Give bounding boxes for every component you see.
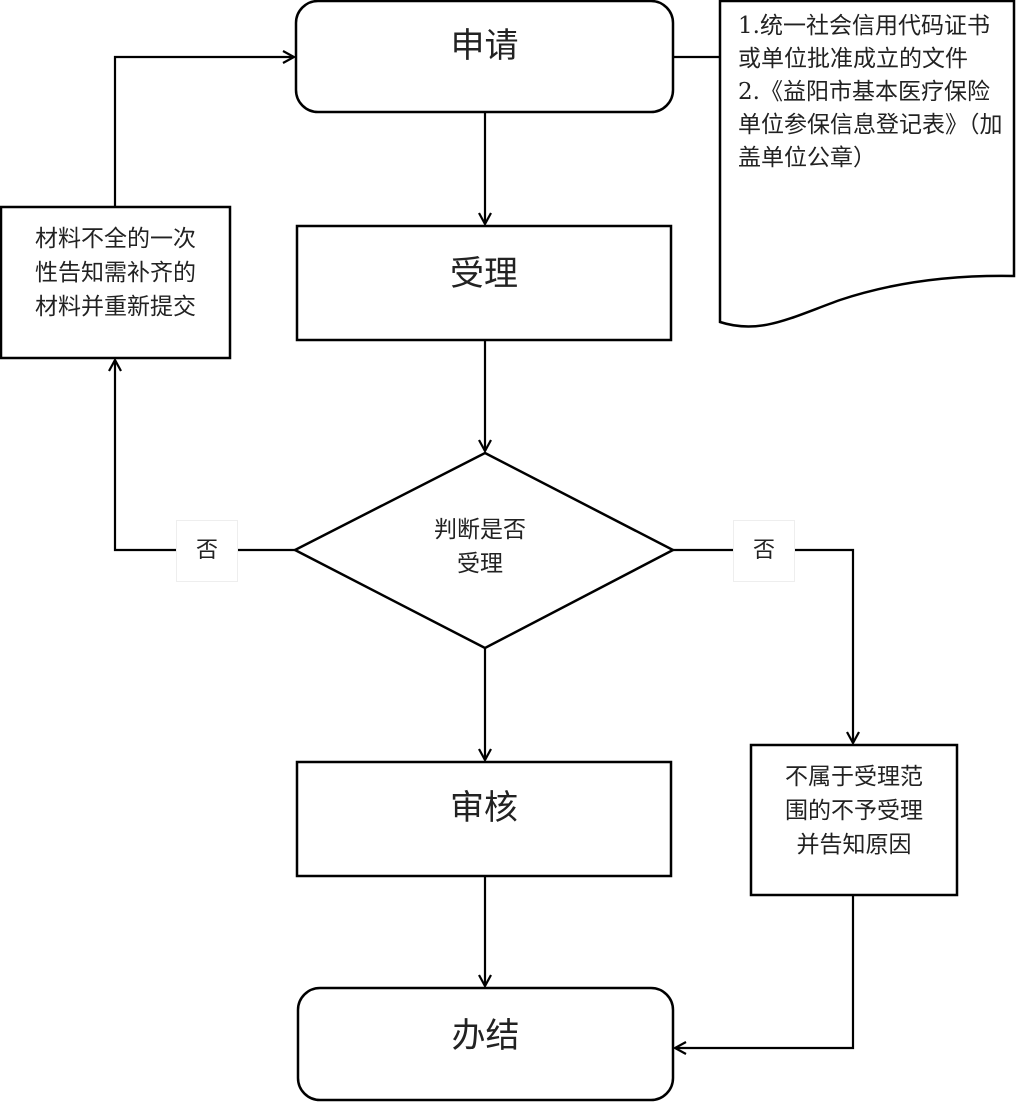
document-item-2: 2.《益阳市基本医疗保险单位参保信息登记表》（加盖单位公章） xyxy=(738,79,1003,171)
no-label-left: 否 xyxy=(176,520,238,582)
complete-label: 办结 xyxy=(451,1016,520,1056)
reject-node xyxy=(749,743,959,897)
documents-label: 1.统一社会信用代码证书或单位批准成立的文件 2.《益阳市基本医疗保险单位参保信… xyxy=(738,10,1008,175)
decision-line-2: 受理 xyxy=(457,551,503,577)
resubmit-line-1: 材料不全的一次 xyxy=(35,226,196,252)
accept-label: 受理 xyxy=(450,254,518,294)
accept-node xyxy=(295,224,673,342)
resubmit-node xyxy=(0,205,232,360)
apply-label: 申请 xyxy=(450,26,519,66)
decision-line-1: 判断是否 xyxy=(434,517,526,543)
reject-line-2: 围的不予受理 xyxy=(785,798,923,824)
reject-line-3: 并告知原因 xyxy=(796,832,912,858)
decision-label: 判断是否 受理 xyxy=(380,513,580,581)
reject-label: 不属于受理范 围的不予受理 并告知原因 xyxy=(751,760,957,862)
no-label-right: 否 xyxy=(733,520,795,582)
resubmit-label: 材料不全的一次 性告知需补齐的 材料并重新提交 xyxy=(1,222,230,324)
documents-node xyxy=(718,0,1016,328)
document-item-1: 1.统一社会信用代码证书或单位批准成立的文件 xyxy=(738,13,990,72)
reject-line-1: 不属于受理范 xyxy=(785,764,923,790)
resubmit-line-2: 性告知需补齐的 xyxy=(35,260,196,286)
resubmit-line-3: 材料并重新提交 xyxy=(35,294,196,320)
review-label: 审核 xyxy=(450,788,518,828)
